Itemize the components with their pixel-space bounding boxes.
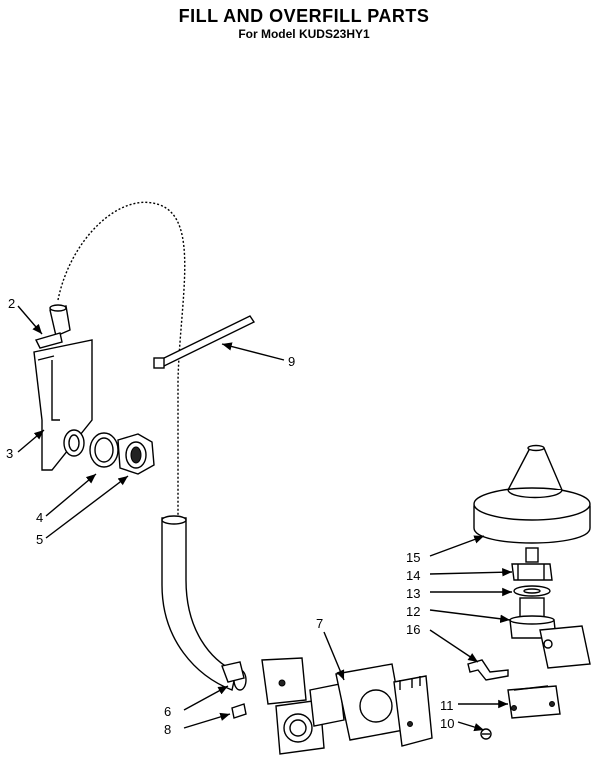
washer-part [513,585,551,597]
small-screw-part [480,728,492,740]
lever-part [467,659,509,681]
float-part [473,444,591,544]
leader-12 [429,609,511,623]
callout-15: 15 [406,550,420,565]
leader-5 [45,475,129,539]
callout-16: 16 [406,622,420,637]
water-valve-part [261,657,433,755]
leader-8 [183,712,231,729]
callout-11: 11 [440,698,454,713]
model-subtitle: For Model KUDS23HY1 [238,27,370,41]
page-title: FILL AND OVERFILL PARTS [178,6,430,26]
callout-5: 5 [36,532,43,547]
leader-9 [221,342,285,361]
leader-2 [17,305,43,335]
leader-3 [17,429,45,453]
fill-hose-dashed [57,201,186,520]
screw-part [231,703,247,719]
callout-12: 12 [406,604,420,619]
leader-7 [323,631,345,681]
switch-part [507,685,561,719]
leader-15 [429,535,485,557]
gasket-part [63,429,119,468]
leader-6 [183,685,229,711]
callout-8: 8 [164,722,171,737]
leader-10 [457,721,485,732]
fill-fitting-part [34,304,71,349]
callout-10: 10 [440,716,454,731]
leader-16 [429,629,479,663]
callout-7: 7 [316,616,323,631]
callout-14: 14 [406,568,420,583]
callout-3: 3 [6,446,13,461]
callout-13: 13 [406,586,420,601]
callout-4: 4 [36,510,43,525]
float-stem-nut-part [511,547,553,581]
cable-tie-part [153,315,256,369]
callout-9: 9 [288,354,295,369]
inlet-bracket-part [33,339,93,471]
leader-14 [429,568,513,577]
leader-4 [45,473,97,517]
nut-part [117,433,155,475]
hose-part [161,515,247,691]
callout-2: 2 [8,296,15,311]
callout-6: 6 [164,704,171,719]
switch-stem-part [509,597,591,669]
